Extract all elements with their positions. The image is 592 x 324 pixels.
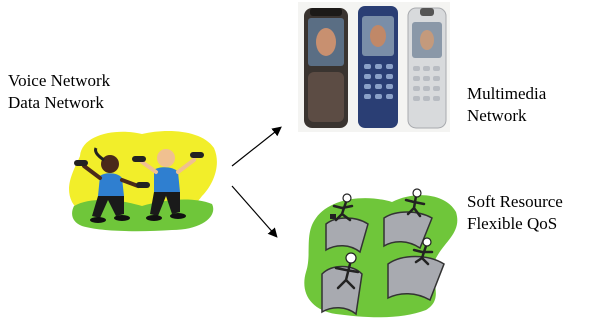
label-network: Network — [467, 105, 526, 127]
label-data-network: Data Network — [8, 92, 104, 114]
runners-on-ramps-clipart — [296, 188, 462, 322]
mobile-phones-photo — [298, 2, 450, 132]
arrows — [224, 120, 288, 246]
arrow-up-right-icon — [232, 128, 280, 166]
arrow-down-right-icon — [232, 186, 276, 236]
label-multimedia: Multimedia — [467, 83, 546, 105]
label-voice-network: Voice Network — [8, 70, 110, 92]
label-flexible-qos: Flexible QoS — [467, 213, 557, 235]
exercising-people-clipart — [62, 126, 222, 234]
label-soft-resource: Soft Resource — [467, 191, 563, 213]
